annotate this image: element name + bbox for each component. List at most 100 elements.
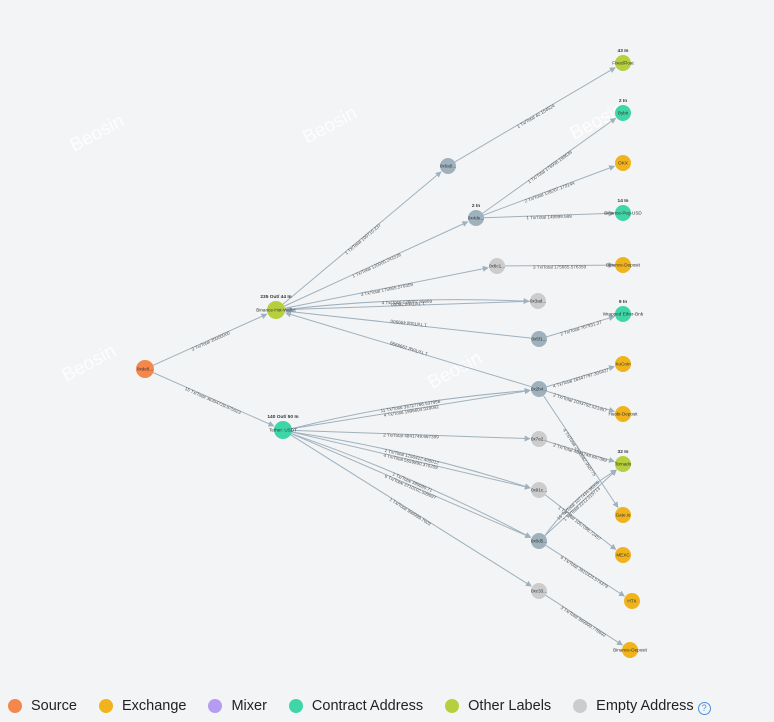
node-exchange[interactable]: HTX <box>624 593 640 609</box>
node-empty[interactable]: 0x3ad... <box>530 293 546 309</box>
node-address[interactable]: 0x2b4... <box>531 381 547 397</box>
node-circle[interactable] <box>615 406 631 422</box>
edge-C8-R11[interactable] <box>545 494 617 550</box>
node-circle[interactable] <box>615 356 631 372</box>
node-empty[interactable]: 0xc33... <box>531 583 547 599</box>
edge-B-C6[interactable] <box>291 388 531 430</box>
legend-item-other-labels[interactable]: Other Labels <box>445 698 551 714</box>
node-circle[interactable] <box>274 421 292 439</box>
edge-C7-R9[interactable] <box>546 440 615 463</box>
edge-B-C9[interactable] <box>291 433 532 538</box>
node-exchange[interactable]: OKX <box>615 155 631 171</box>
edge-C10-R13[interactable] <box>545 594 623 646</box>
node-label: 0x0d5... <box>531 539 547 544</box>
edge-C2-R3[interactable] <box>483 165 616 216</box>
edge-B-C10[interactable] <box>290 434 532 587</box>
edge-C9-R9[interactable] <box>544 469 617 536</box>
node-circle[interactable] <box>624 593 640 609</box>
node-address[interactable]: 0x0d5... <box>531 533 547 549</box>
node-exchange[interactable]: KuCoin <box>615 356 631 372</box>
node-circle[interactable] <box>615 547 631 563</box>
node-circle[interactable] <box>615 306 631 322</box>
node-circle[interactable] <box>531 381 547 397</box>
node-empty[interactable]: 0x8c1... <box>489 258 505 274</box>
legend-swatch <box>8 699 22 713</box>
edge-A-C4[interactable] <box>284 298 530 311</box>
edge-C2-R4[interactable] <box>483 210 615 219</box>
node-empty[interactable]: 0x91c... <box>531 482 547 498</box>
legend-item-empty-address[interactable]: Empty Address ? <box>573 698 711 715</box>
node-exchange[interactable]: Binance-Deposit <box>613 642 648 658</box>
edge-label: 1 Tx/Total 176936.199636 <box>527 149 573 184</box>
edge-C9-R12[interactable] <box>545 544 625 597</box>
edge-C3-R5[interactable] <box>504 262 615 269</box>
node-address[interactable]: 0x4de...2 In <box>468 203 484 226</box>
node-circle[interactable] <box>136 360 154 378</box>
node-circle[interactable] <box>489 258 505 274</box>
watermark: Beosin <box>299 103 360 149</box>
node-circle[interactable] <box>531 431 547 447</box>
node-circle[interactable] <box>531 482 547 498</box>
edge-C9-R9[interactable] <box>544 469 617 536</box>
node-empty[interactable]: 0x7e2... <box>531 431 547 447</box>
legend-item-mixer[interactable]: Mixer <box>208 698 267 714</box>
edge-B-C8[interactable] <box>291 431 531 490</box>
edge-A-C1[interactable] <box>282 171 442 305</box>
edge-src-A[interactable] <box>153 313 268 366</box>
edge-B-C8[interactable] <box>291 431 531 490</box>
legend-item-exchange[interactable]: Exchange <box>98 698 186 714</box>
node-address[interactable]: 0x6a0... <box>440 158 456 174</box>
edge-B-C9[interactable] <box>291 433 532 539</box>
edge-label: 1 Tx/Total 2212.315713 <box>562 486 601 522</box>
node-exchange[interactable]: MEXC <box>615 547 631 563</box>
edge-src-B[interactable] <box>153 372 275 427</box>
edge-C5-A[interactable] <box>285 308 532 339</box>
edge-label: 1 Tx/Total 149999.589 <box>526 214 572 221</box>
edge-C2-R2[interactable] <box>482 117 617 214</box>
node-circle[interactable] <box>615 155 631 171</box>
watermark: Beosin <box>566 99 627 145</box>
node-circle[interactable] <box>531 533 547 549</box>
legend-item-source[interactable]: Source <box>8 698 77 714</box>
edge-B-C6[interactable] <box>291 387 531 430</box>
edge-C4-A[interactable] <box>285 300 531 313</box>
node-circle[interactable] <box>531 331 547 347</box>
node-circle[interactable] <box>615 507 631 523</box>
edge-C5-R6[interactable] <box>546 315 615 338</box>
node-circle[interactable] <box>468 210 484 226</box>
node-address[interactable]: 0x5f1... <box>531 331 547 347</box>
node-exchange[interactable]: Gate.io <box>615 507 631 523</box>
edge-A-C2[interactable] <box>283 221 469 307</box>
node-exchange[interactable]: Binance-Deposit <box>606 257 641 273</box>
node-circle[interactable] <box>615 205 631 221</box>
node-circle[interactable] <box>615 257 631 273</box>
edge-A-C3[interactable] <box>284 265 489 309</box>
node-circle[interactable] <box>615 55 631 71</box>
node-circle[interactable] <box>440 158 456 174</box>
edge-C6-A[interactable] <box>285 311 532 388</box>
question-circle-icon[interactable]: ? <box>697 701 711 715</box>
node-circle[interactable] <box>531 583 547 599</box>
edge-C6-R7[interactable] <box>546 365 615 388</box>
edge-B-C7[interactable] <box>291 429 531 442</box>
node-source[interactable]: 0xde8... <box>136 360 154 378</box>
node-circle[interactable] <box>267 301 285 319</box>
node-count: 235 Out/ 44 In <box>260 294 291 300</box>
node-circle[interactable] <box>615 105 631 121</box>
edge-C6-R8[interactable] <box>546 390 615 413</box>
node-circle[interactable] <box>530 293 546 309</box>
transaction-graph[interactable]: Beosin Beosin Beosin Beosin Beosin 3 Tx/… <box>0 0 774 690</box>
legend-item-contract-address[interactable]: Contract Address <box>288 698 423 714</box>
node-circle[interactable] <box>615 456 631 472</box>
edge-C1-R1[interactable] <box>454 67 616 163</box>
node-circle[interactable] <box>622 642 638 658</box>
node-exchange[interactable]: Huobi-Deposit <box>608 406 638 422</box>
node-count: 43 In <box>618 48 629 54</box>
